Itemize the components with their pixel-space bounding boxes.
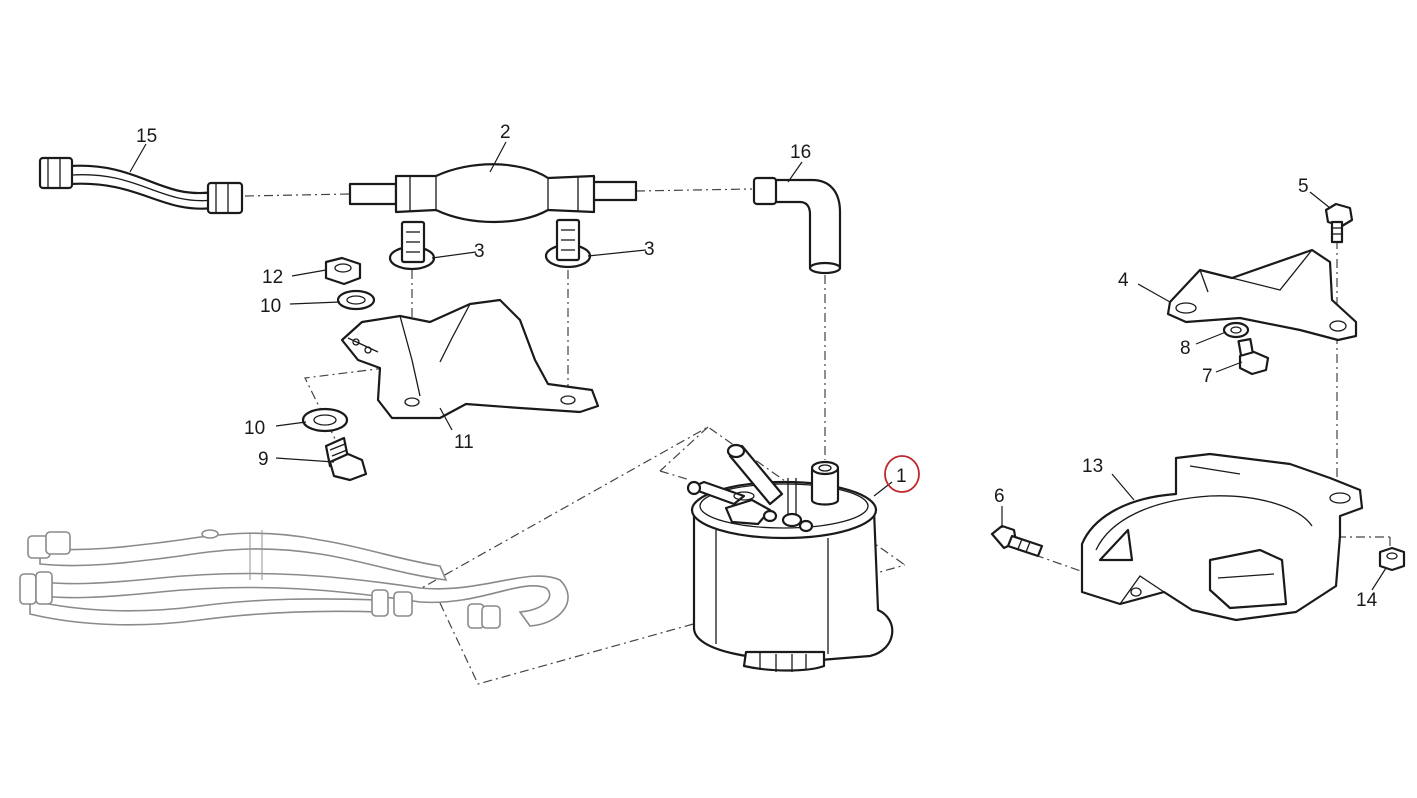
- pipe-part-15: [38, 156, 244, 215]
- ghosted-fuel-lines: [19, 529, 569, 629]
- leader-lines: [129, 141, 1387, 591]
- callout-9: 9: [258, 449, 269, 470]
- bolt-part-6: [990, 524, 1044, 558]
- callout-4: 4: [1118, 270, 1129, 291]
- washer-part-10-bottom: [301, 407, 349, 433]
- fuel-filter-part-1: [686, 443, 894, 672]
- callout-10-top: 10: [260, 296, 281, 317]
- callout-5: 5: [1298, 176, 1309, 197]
- washer-part-10-top: [336, 289, 376, 311]
- washer-part-8: [1222, 321, 1250, 339]
- elbow-hose-part-16: [752, 176, 842, 275]
- callout-10-bottom: 10: [244, 418, 265, 439]
- nut-part-12: [324, 256, 362, 286]
- bracket-part-4: [1166, 248, 1358, 342]
- bolt-part-9: [324, 436, 368, 482]
- callout-14: 14: [1356, 590, 1378, 611]
- callout-3-left: 3: [474, 241, 485, 262]
- callout-11: 11: [454, 432, 474, 453]
- bracket-part-11: [340, 298, 600, 420]
- callout-16: 16: [790, 142, 811, 163]
- callout-6: 6: [994, 486, 1005, 507]
- nut-part-14: [1378, 546, 1406, 572]
- callout-7: 7: [1202, 366, 1213, 387]
- clamp-part-3-right: [544, 218, 592, 269]
- callout-13: 13: [1082, 456, 1103, 477]
- highlight-ring-callout-1: [884, 455, 920, 493]
- callout-2: 2: [500, 122, 511, 143]
- bolt-part-5: [1324, 202, 1354, 244]
- callout-12: 12: [262, 267, 283, 288]
- callout-labels: 15 2 3 3 16 12 10 11 10 9 5 4 8 7 13 6 1…: [136, 122, 1378, 611]
- filter-bracket-part-13: [1080, 452, 1364, 622]
- callout-1: 1: [896, 466, 907, 487]
- primer-bulb-part-2: [348, 163, 638, 224]
- callout-3-right: 3: [644, 239, 655, 260]
- callout-8: 8: [1180, 338, 1191, 359]
- bolt-part-7: [1237, 337, 1270, 376]
- callout-15: 15: [136, 126, 157, 147]
- clamp-part-3-left: [388, 220, 436, 271]
